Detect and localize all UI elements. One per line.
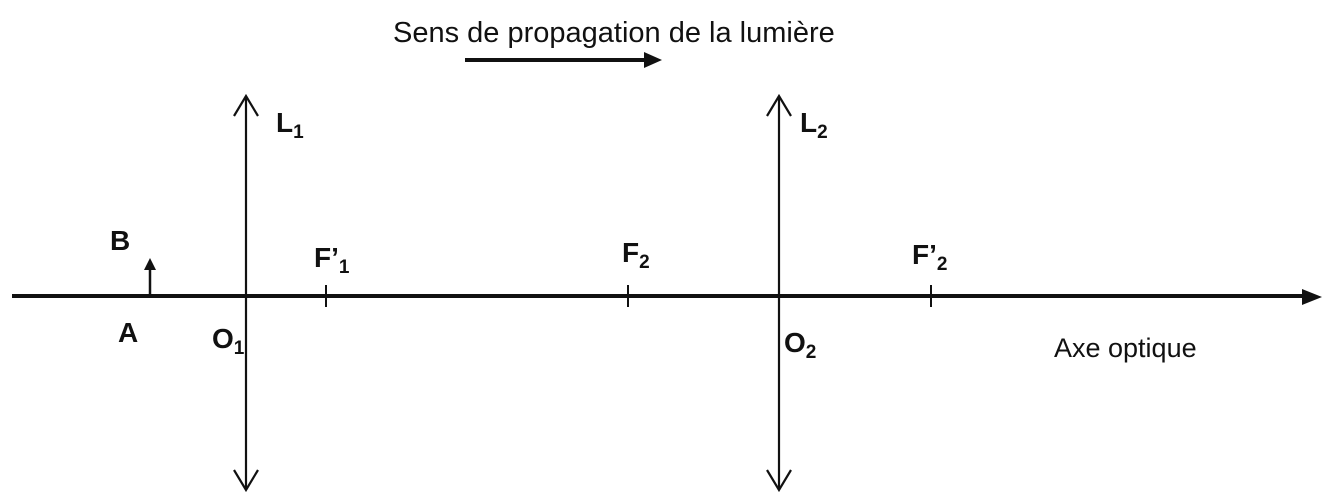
point-a-label: A: [118, 317, 138, 348]
propagation-direction-arrow: [465, 52, 662, 68]
point-f2-prime-label: F’2: [912, 239, 947, 275]
point-b-label: B: [110, 225, 130, 256]
optical-axis: [12, 289, 1322, 305]
point-f2-label: F2: [622, 237, 650, 273]
point-f1-prime-label: F’1: [314, 242, 350, 278]
lens-l2-label: L2: [800, 107, 828, 143]
point-o2-label: O2: [784, 327, 816, 363]
point-o1-label: O1: [212, 323, 245, 359]
axis-label: Axe optique: [1054, 333, 1197, 363]
object-arrow-ab: [144, 258, 156, 296]
lens-l1: [233, 93, 259, 493]
diagram-title: Sens de propagation de la lumière: [393, 17, 835, 49]
lens-l1-label: L1: [276, 107, 304, 143]
lens-l2: [766, 93, 792, 493]
